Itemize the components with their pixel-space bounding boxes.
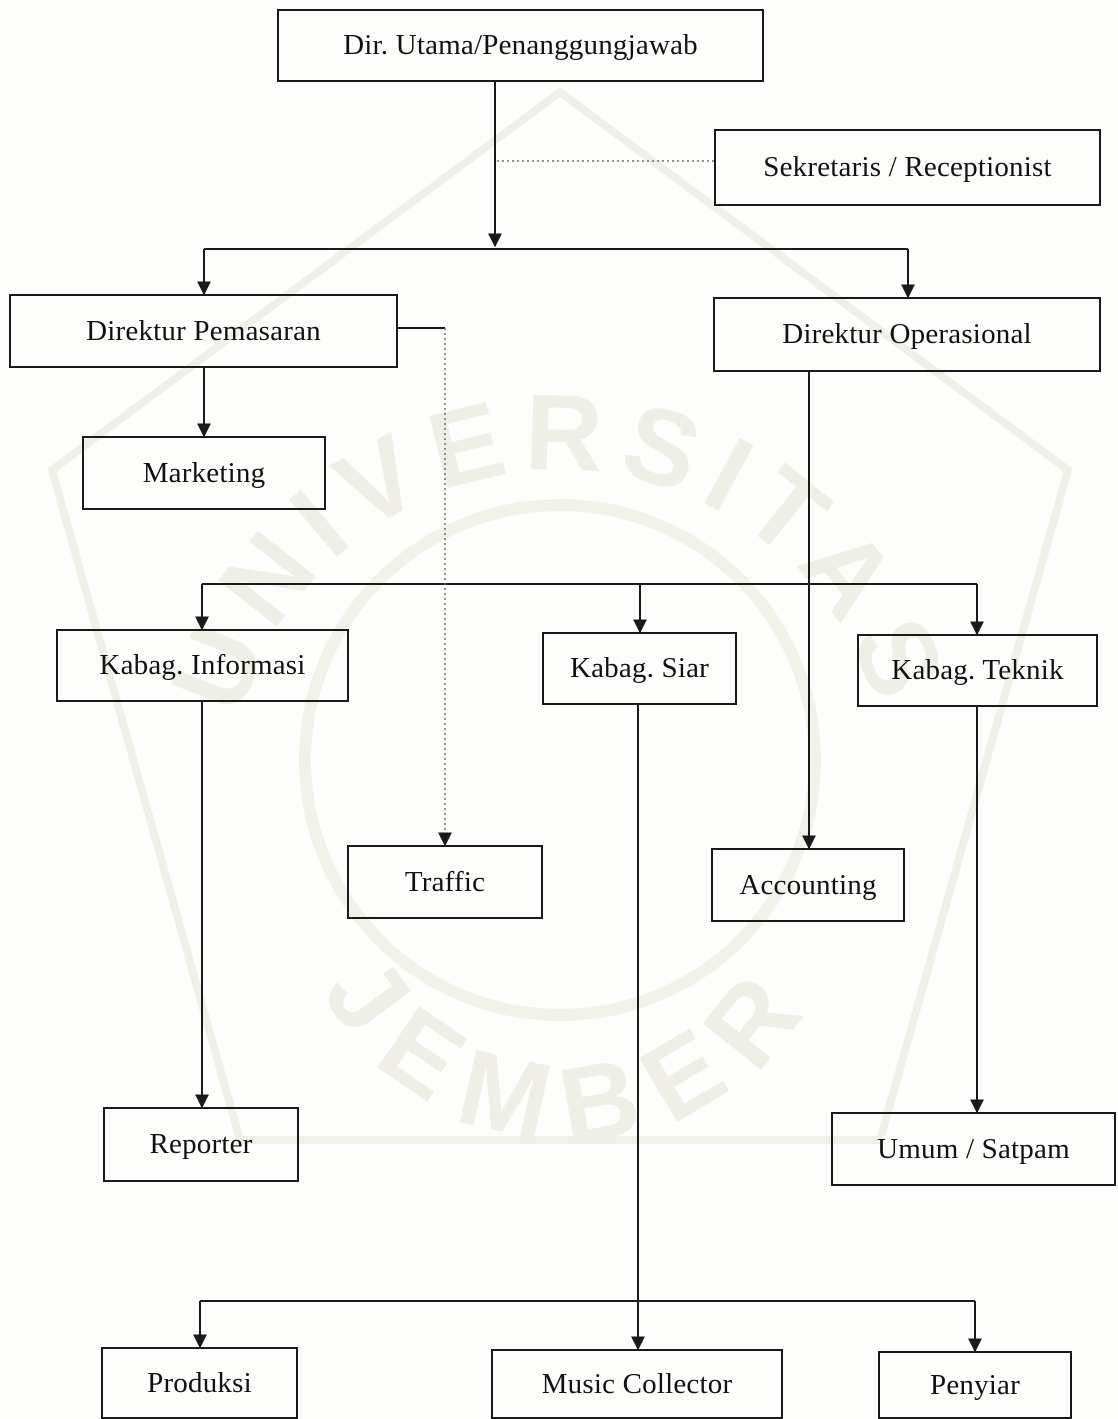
node-director: Dir. Utama/Penanggungjawab — [277, 9, 764, 82]
node-secretary-label: Sekretaris / Receptionist — [763, 151, 1052, 183]
node-info-head-label: Kabag. Informasi — [99, 649, 306, 681]
node-info-head: Kabag. Informasi — [56, 629, 349, 702]
node-marketing-director-label: Direktur Pemasaran — [86, 314, 321, 347]
watermark-pentagon-outline — [47, 87, 1073, 1144]
node-traffic: Traffic — [347, 845, 543, 919]
node-security-label: Umum / Satpam — [877, 1132, 1070, 1165]
node-accounting: Accounting — [711, 848, 905, 922]
node-production-label: Produksi — [147, 1366, 252, 1399]
node-broadcast-head-label: Kabag. Siar — [569, 652, 710, 684]
node-broadcast-head: Kabag. Siar — [542, 632, 737, 705]
node-operations-director-label: Direktur Operasional — [782, 318, 1032, 350]
node-music-collector: Music Collector — [491, 1349, 783, 1419]
node-reporter: Reporter — [103, 1107, 299, 1182]
node-announcer-label: Penyiar — [930, 1368, 1020, 1401]
node-operations-director: Direktur Operasional — [713, 297, 1101, 372]
node-announcer: Penyiar — [878, 1351, 1072, 1419]
node-security: Umum / Satpam — [831, 1112, 1116, 1186]
node-marketing-label: Marketing — [142, 456, 266, 489]
node-marketing: Marketing — [82, 436, 326, 510]
node-production: Produksi — [101, 1347, 298, 1419]
watermark-circle — [299, 499, 821, 1021]
node-traffic-label: Traffic — [404, 865, 486, 898]
node-reporter-label: Reporter — [149, 1128, 253, 1160]
node-engineering-head: Kabag. Teknik — [857, 634, 1098, 707]
node-accounting-label: Accounting — [739, 868, 877, 901]
node-marketing-director: Direktur Pemasaran — [9, 294, 398, 368]
node-director-label: Dir. Utama/Penanggungjawab — [343, 29, 698, 61]
node-secretary: Sekretaris / Receptionist — [714, 129, 1101, 206]
node-engineering-head-label: Kabag. Teknik — [891, 654, 1064, 686]
node-music-collector-label: Music Collector — [541, 1367, 733, 1400]
